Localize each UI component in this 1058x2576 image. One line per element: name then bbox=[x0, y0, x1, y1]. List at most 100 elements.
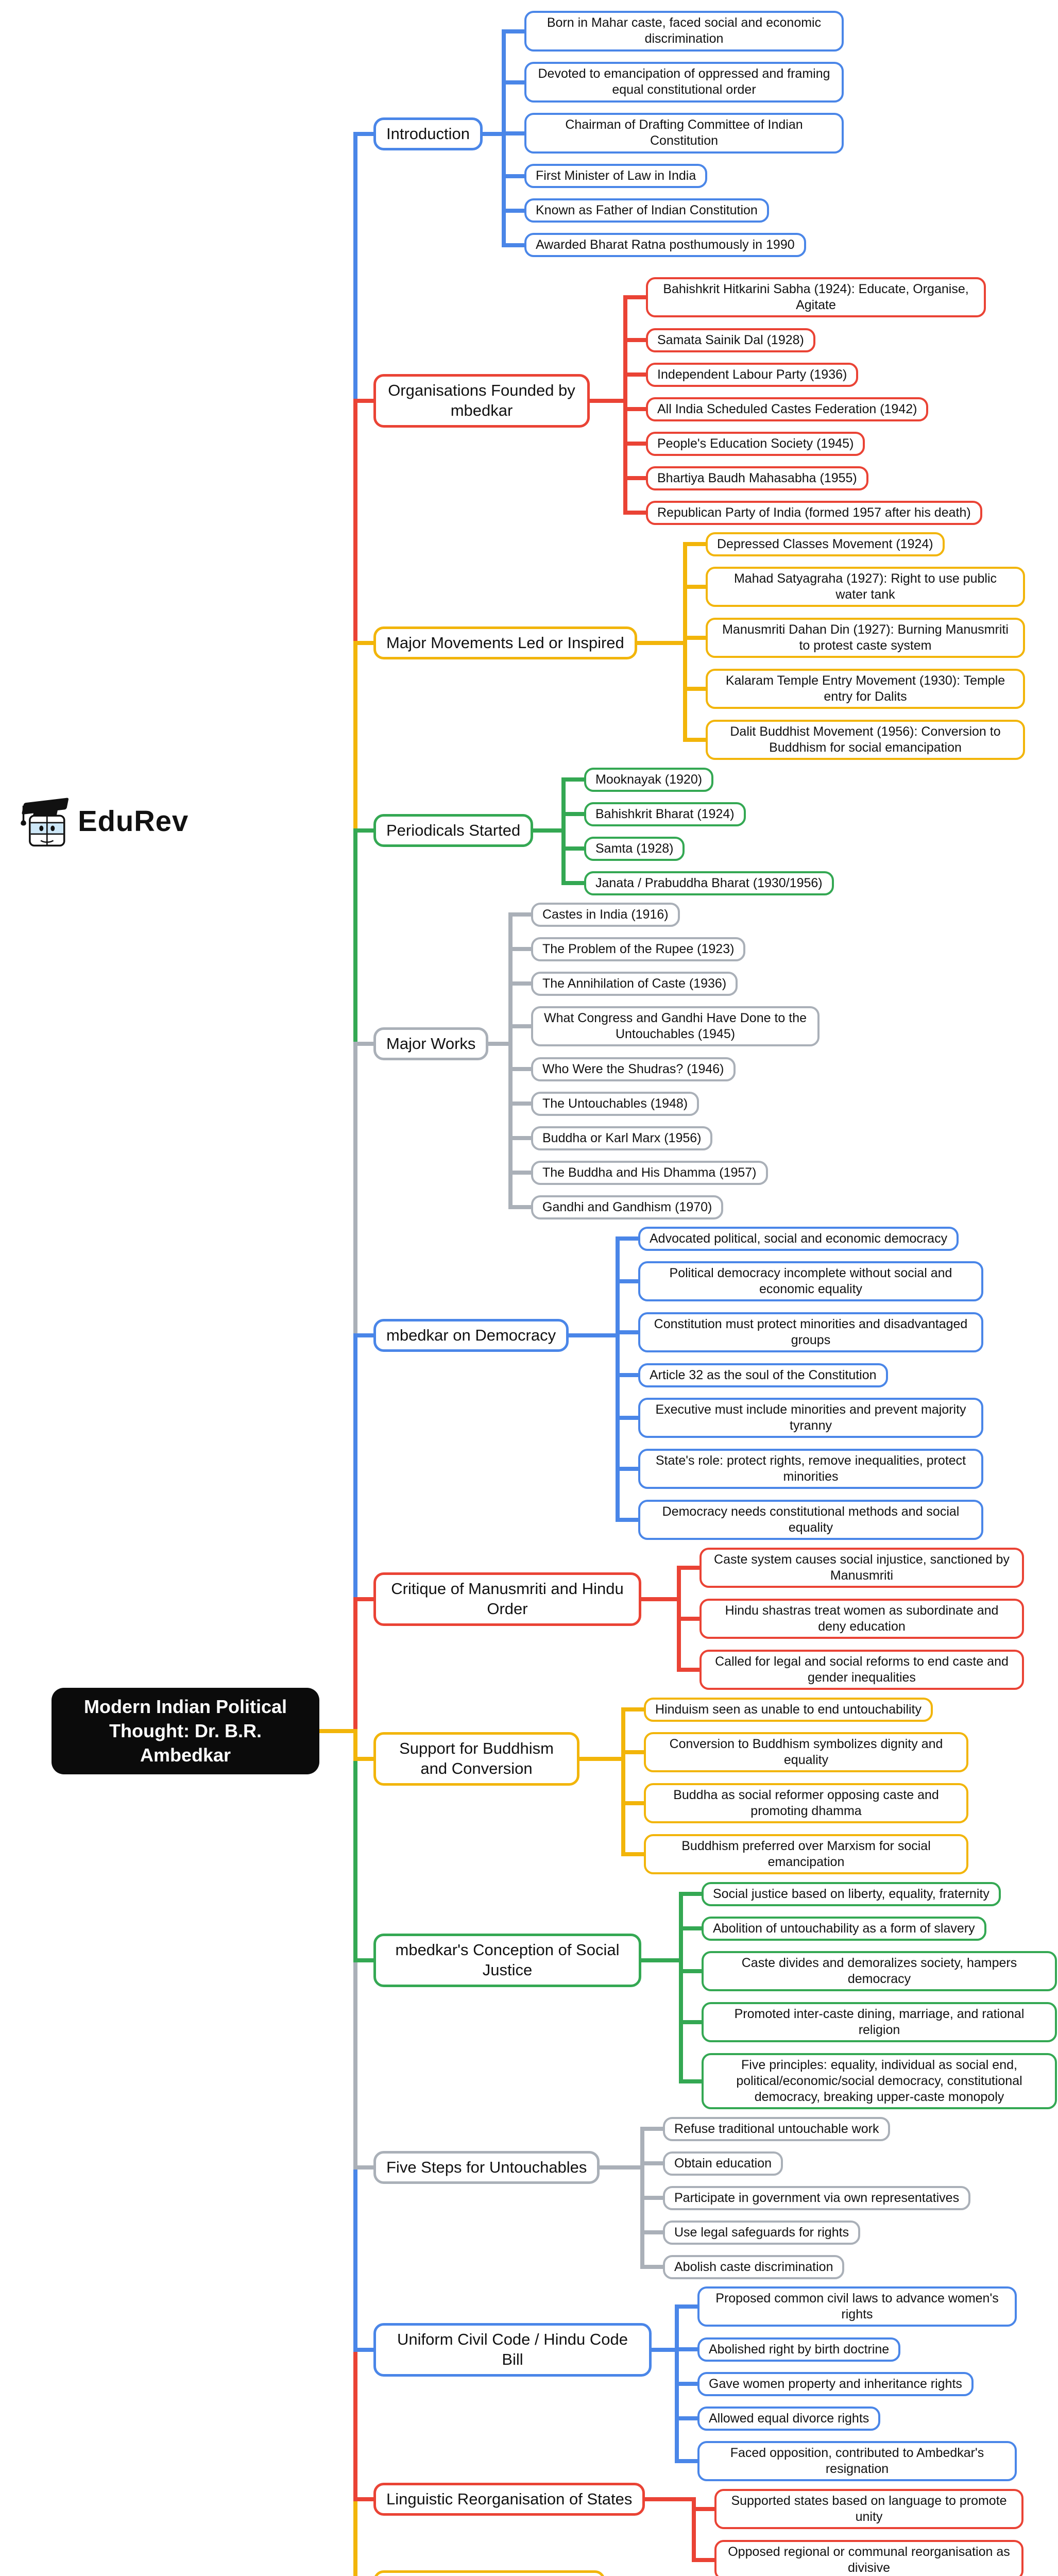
leaf-node[interactable]: Independent Labour Party (1936) bbox=[646, 362, 859, 387]
leaf-node[interactable]: Hindu shastras treat women as subordinat… bbox=[699, 1598, 1024, 1639]
leaf-node[interactable]: Castes in India (1916) bbox=[531, 902, 680, 927]
leaf-node[interactable]: Born in Mahar caste, faced social and ec… bbox=[524, 11, 844, 52]
leaf-node[interactable]: Abolished right by birth doctrine bbox=[697, 2337, 901, 2362]
leaf-node[interactable]: Executive must include minorities and pr… bbox=[638, 1397, 983, 1438]
branch-node-11[interactable]: Uniform Civil Code / Hindu Code Bill bbox=[373, 2323, 652, 2377]
branch-node-3[interactable]: Major Movements Led or Inspired bbox=[373, 626, 637, 660]
leaf-node[interactable]: Devoted to emancipation of oppressed and… bbox=[524, 62, 844, 103]
connector-line bbox=[644, 2497, 696, 2501]
leaf-node[interactable]: Five principles: equality, individual as… bbox=[702, 2053, 1057, 2110]
leaf-node[interactable]: Bhartiya Baudh Mahasabha (1955) bbox=[646, 466, 868, 490]
leaf-node[interactable]: The Problem of the Rupee (1923) bbox=[531, 937, 746, 961]
leaf-node[interactable]: Advocated political, social and economic… bbox=[638, 1226, 959, 1251]
leaf-node[interactable]: Proposed common civil laws to advance wo… bbox=[697, 2286, 1017, 2327]
leaf-node[interactable]: Faced opposition, contributed to Ambedka… bbox=[697, 2441, 1017, 2481]
connector-line bbox=[675, 2459, 698, 2463]
leaf-node[interactable]: Article 32 as the soul of the Constituti… bbox=[638, 1363, 888, 1387]
connector-line bbox=[502, 208, 525, 213]
leaf-node[interactable]: Refuse traditional untouchable work bbox=[663, 2116, 891, 2141]
leaf-node[interactable]: Samata Sainik Dal (1928) bbox=[646, 328, 815, 352]
connector-line bbox=[508, 1171, 532, 1175]
leaf-node[interactable]: Hinduism seen as unable to end untouchab… bbox=[644, 1697, 933, 1722]
leaf-node[interactable]: Use legal safeguards for rights bbox=[663, 2220, 861, 2245]
leaf-node[interactable]: Manusmriti Dahan Din (1927): Burning Man… bbox=[706, 617, 1025, 658]
connector-line bbox=[502, 131, 525, 135]
root-topic-node[interactable]: Modern Indian Political Thought: Dr. B.R… bbox=[52, 1688, 319, 1775]
branch-node-9[interactable]: mbedkar's Conception of Social Justice bbox=[373, 1934, 641, 1987]
leaf-node[interactable]: Republican Party of India (formed 1957 a… bbox=[646, 500, 982, 525]
leaf-node[interactable]: Called for legal and social reforms to e… bbox=[699, 1649, 1024, 1690]
connector-line bbox=[683, 636, 707, 640]
leaf-node[interactable]: Depressed Classes Movement (1924) bbox=[706, 532, 945, 556]
branch-node-7[interactable]: Critique of Manusmriti and Hindu Order bbox=[373, 1572, 641, 1626]
leaf-node[interactable]: People's Education Society (1945) bbox=[646, 431, 865, 456]
leaf-node[interactable]: Who Were the Shudras? (1946) bbox=[531, 1057, 736, 1081]
connector-line bbox=[353, 1333, 374, 1337]
leaf-node[interactable]: Abolition of untouchability as a form of… bbox=[702, 1916, 986, 1941]
branch-node-13[interactable]: Separate Electorates and Reservations bbox=[373, 2570, 605, 2576]
leaf-node[interactable]: Bahishkrit Hitkarini Sabha (1924): Educa… bbox=[646, 277, 986, 317]
connector-line bbox=[675, 2304, 698, 2309]
connector-line bbox=[677, 1617, 701, 1621]
leaf-node[interactable]: Conversion to Buddhism symbolizes dignit… bbox=[644, 1732, 968, 1772]
branch-node-1[interactable]: Introduction bbox=[373, 117, 483, 151]
connector-line bbox=[683, 738, 707, 742]
leaf-node[interactable]: Allowed equal divorce rights bbox=[697, 2406, 881, 2431]
connector-line bbox=[616, 1236, 620, 1522]
leaf-node[interactable]: Constitution must protect minorities and… bbox=[638, 1312, 983, 1352]
leaf-node[interactable]: Opposed regional or communal reorganisat… bbox=[714, 2539, 1023, 2576]
leaf-node[interactable]: Buddha or Karl Marx (1956) bbox=[531, 1126, 713, 1150]
leaf-node[interactable]: Democracy needs constitutional methods a… bbox=[638, 1499, 983, 1540]
connector-line bbox=[623, 295, 627, 515]
leaf-node[interactable]: Buddhism preferred over Marxism for soci… bbox=[644, 1834, 968, 1874]
leaf-node[interactable]: Caste system causes social injustice, sa… bbox=[699, 1547, 1024, 1588]
branch-node-4[interactable]: Periodicals Started bbox=[373, 814, 534, 848]
leaf-node[interactable]: Gave women property and inheritance righ… bbox=[697, 2371, 974, 2396]
leaf-node[interactable]: State's role: protect rights, remove ine… bbox=[638, 1448, 983, 1489]
leaf-node[interactable]: Caste divides and demoralizes society, h… bbox=[702, 1951, 1057, 1991]
connector-line bbox=[679, 1892, 703, 1896]
leaf-node[interactable]: Dalit Buddhist Movement (1956): Conversi… bbox=[706, 719, 1025, 760]
leaf-node[interactable]: First Minister of Law in India bbox=[524, 164, 708, 189]
connector-line bbox=[502, 243, 525, 247]
connector-line bbox=[675, 2347, 698, 2351]
leaf-node[interactable]: The Untouchables (1948) bbox=[531, 1091, 699, 1116]
leaf-node[interactable]: Political democracy incomplete without s… bbox=[638, 1261, 983, 1301]
leaf-node[interactable]: The Annihilation of Caste (1936) bbox=[531, 971, 738, 996]
connector-line bbox=[623, 476, 647, 480]
leaf-node[interactable]: Awarded Bharat Ratna posthumously in 199… bbox=[524, 233, 806, 258]
leaf-node[interactable]: Chairman of Drafting Committee of Indian… bbox=[524, 113, 844, 154]
branch-node-8[interactable]: Support for Buddhism and Conversion bbox=[373, 1732, 579, 1786]
leaf-node[interactable]: Samta (1928) bbox=[584, 836, 685, 861]
connector-line bbox=[651, 2348, 679, 2352]
connector-line bbox=[621, 1801, 645, 1805]
branch-node-10[interactable]: Five Steps for Untouchables bbox=[373, 2150, 600, 2184]
leaf-node[interactable]: What Congress and Gandhi Have Done to th… bbox=[531, 1006, 820, 1046]
connector-line bbox=[508, 947, 532, 951]
branch-node-2[interactable]: Organisations Founded by mbedkar bbox=[373, 374, 590, 428]
leaf-node[interactable]: The Buddha and His Dhamma (1957) bbox=[531, 1160, 768, 1185]
connector-line bbox=[679, 2020, 703, 2024]
leaf-node[interactable]: Obtain education bbox=[663, 2151, 783, 2176]
leaf-node[interactable]: Known as Father of Indian Constitution bbox=[524, 198, 769, 223]
connector-line bbox=[623, 295, 647, 299]
branch-node-6[interactable]: mbedkar on Democracy bbox=[373, 1318, 569, 1352]
leaf-node[interactable]: Supported states based on language to pr… bbox=[714, 2488, 1023, 2529]
leaf-node[interactable]: Mahad Satyagraha (1927): Right to use pu… bbox=[706, 566, 1025, 607]
leaf-node[interactable]: All India Scheduled Castes Federation (1… bbox=[646, 397, 929, 421]
leaf-node[interactable]: Kalaram Temple Entry Movement (1930): Te… bbox=[706, 668, 1025, 709]
leaf-node[interactable]: Buddha as social reformer opposing caste… bbox=[644, 1783, 968, 1823]
leaf-node[interactable]: Participate in government via own repres… bbox=[663, 2185, 971, 2210]
leaf-node[interactable]: Promoted inter-caste dining, marriage, a… bbox=[702, 2002, 1057, 2042]
connector-line bbox=[677, 1668, 701, 1672]
leaf-node[interactable]: Gandhi and Gandhism (1970) bbox=[531, 1195, 724, 1219]
leaf-node[interactable]: Social justice based on liberty, equalit… bbox=[702, 1882, 1001, 1906]
connector-line bbox=[508, 981, 532, 986]
leaf-node[interactable]: Abolish caste discrimination bbox=[663, 2255, 845, 2279]
leaf-node[interactable]: Mooknayak (1920) bbox=[584, 767, 714, 792]
connector-line bbox=[561, 812, 585, 816]
leaf-node[interactable]: Janata / Prabuddha Bharat (1930/1956) bbox=[584, 871, 834, 895]
branch-node-5[interactable]: Major Works bbox=[373, 1027, 489, 1061]
branch-node-12[interactable]: Linguistic Reorganisation of States bbox=[373, 2482, 645, 2516]
leaf-node[interactable]: Bahishkrit Bharat (1924) bbox=[584, 802, 746, 826]
